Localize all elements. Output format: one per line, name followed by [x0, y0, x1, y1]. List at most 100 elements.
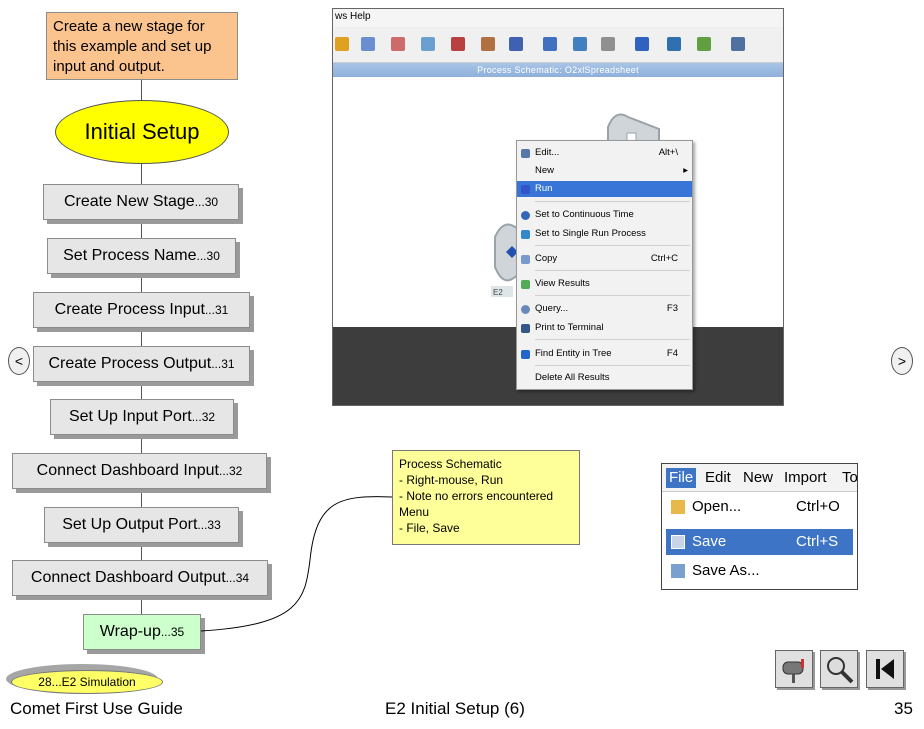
single-run-icon	[521, 230, 530, 239]
footer-page-number: 35	[894, 699, 913, 718]
step-label: Create Process Output	[48, 355, 212, 372]
toolbar-icon[interactable]	[451, 37, 465, 51]
app-menubar: ws Help	[333, 9, 783, 27]
toolbar-icon[interactable]	[601, 37, 615, 51]
save-as-icon	[671, 564, 685, 578]
step-label: Connect Dashboard Input	[36, 462, 219, 479]
mailbox-icon	[782, 659, 804, 683]
menu-file[interactable]: File	[666, 468, 697, 488]
step-set-up-output-port[interactable]: Set Up Output Port...33	[44, 507, 239, 543]
continuous-time-icon	[521, 211, 530, 220]
file-menubar: File Edit New Import To	[662, 464, 857, 492]
menu-edit[interactable]: Edit	[705, 469, 731, 486]
menu-item-edit[interactable]: Edit...Alt+\	[517, 145, 692, 161]
step-connect-dashboard-input[interactable]: Connect Dashboard Input...32	[12, 453, 267, 489]
toolbar-icon[interactable]	[697, 37, 711, 51]
step-label: Create New Stage	[63, 193, 195, 210]
file-menu-screenshot: File Edit New Import To Open...Ctrl+O Sa…	[661, 463, 858, 590]
menu-separator	[535, 270, 690, 271]
toolbar-icon[interactable]	[543, 37, 557, 51]
terminal-icon	[521, 324, 530, 333]
schematic-screenshot: ws Help Process Schematic: O2xlSpreadshe…	[332, 8, 784, 406]
toolbar-icon[interactable]	[481, 37, 495, 51]
menu-item-run[interactable]: Run	[517, 181, 692, 197]
folder-icon	[671, 500, 685, 514]
arrow-right-icon	[521, 350, 530, 359]
mailbox-button[interactable]	[775, 650, 813, 688]
menu-separator	[535, 365, 690, 366]
menu-separator	[535, 339, 690, 340]
search-button[interactable]	[820, 650, 858, 688]
next-page-button[interactable]: >	[891, 347, 913, 375]
menu-item-new[interactable]: New▸	[535, 165, 688, 176]
instruction-note: Process Schematic - Right-mouse, Run - N…	[392, 450, 580, 545]
menu-separator	[535, 245, 690, 246]
toolbar-icon[interactable]	[335, 37, 349, 51]
toolbar-icon[interactable]	[731, 37, 745, 51]
menu-item-continuous-time[interactable]: Set to Continuous Time	[517, 207, 692, 223]
toolbar-icon[interactable]	[635, 37, 649, 51]
menu-item-view-results[interactable]: View Results	[517, 276, 692, 292]
step-label: Create Process Input	[54, 301, 205, 318]
menu-item-delete-results[interactable]: Delete All Results	[535, 372, 610, 383]
step-page: ...32	[218, 464, 243, 478]
chart-icon	[521, 280, 530, 289]
step-connect-dashboard-output[interactable]: Connect Dashboard Output...34	[12, 560, 268, 596]
toolbar-icon[interactable]	[391, 37, 405, 51]
menu-item-single-run[interactable]: Set to Single Run Process	[517, 226, 692, 242]
first-page-button[interactable]	[866, 650, 904, 688]
copy-icon	[521, 255, 530, 264]
section-title: Initial Setup	[55, 100, 229, 164]
step-page: ...34	[225, 571, 250, 585]
schematic-title: Process Schematic: O2xlSpreadsheet	[333, 63, 783, 77]
menu-tools[interactable]: To	[842, 469, 858, 486]
magnifier-icon	[827, 657, 854, 684]
step-label: Connect Dashboard Output	[30, 569, 226, 586]
toolbar-icon[interactable]	[667, 37, 681, 51]
menu-separator	[535, 201, 690, 202]
step-page: ...31	[211, 357, 235, 371]
toolbar-icon[interactable]	[509, 37, 523, 51]
prev-page-button[interactable]: <	[8, 347, 30, 375]
skip-back-icon	[876, 659, 894, 679]
step-create-new-stage[interactable]: Create New Stage...30	[43, 184, 239, 220]
step-wrap-up[interactable]: Wrap-up...35	[83, 614, 201, 650]
context-menu: Edit...Alt+\ New▸ Run Set to Continuous …	[516, 140, 693, 390]
menu-item-save-as[interactable]: Save As...	[666, 558, 853, 584]
menu-import[interactable]: Import	[784, 469, 827, 486]
step-label: Wrap-up	[99, 623, 161, 640]
menu-item-open[interactable]: Open...Ctrl+O	[666, 494, 853, 520]
app-toolbar	[333, 27, 783, 63]
step-page: ...30	[196, 249, 220, 263]
step-set-up-input-port[interactable]: Set Up Input Port...32	[50, 399, 234, 435]
menu-item-query[interactable]: Query...F3	[517, 301, 692, 317]
step-page: ...30	[194, 195, 219, 209]
intro-note: Create a new stage for this example and …	[46, 12, 238, 80]
query-icon	[521, 305, 530, 314]
toolbar-icon[interactable]	[573, 37, 587, 51]
menu-item-print-terminal[interactable]: Print to Terminal	[517, 320, 692, 336]
step-label: Set Up Input Port	[68, 408, 192, 425]
step-create-process-output[interactable]: Create Process Output...31	[33, 346, 250, 382]
step-set-process-name[interactable]: Set Process Name...30	[47, 238, 236, 274]
footer-guide-title: Comet First Use Guide	[10, 699, 183, 718]
run-icon	[521, 185, 530, 194]
step-page: ...33	[197, 518, 221, 532]
footer-section-title: E2 Initial Setup (6)	[385, 699, 525, 718]
save-icon	[671, 535, 685, 549]
toolbar-icon[interactable]	[361, 37, 375, 51]
toolbar-icon[interactable]	[421, 37, 435, 51]
menu-new[interactable]: New	[743, 469, 774, 486]
step-create-process-input[interactable]: Create Process Input...31	[33, 292, 250, 328]
menu-separator	[535, 295, 690, 296]
step-label: Set Up Output Port	[62, 516, 198, 533]
section-link[interactable]: 28...E2 Simulation	[11, 670, 163, 694]
step-label: Set Process Name	[63, 247, 197, 264]
step-page: ...35	[160, 625, 185, 639]
edit-icon	[521, 149, 530, 158]
svg-text:E2: E2	[493, 288, 503, 297]
